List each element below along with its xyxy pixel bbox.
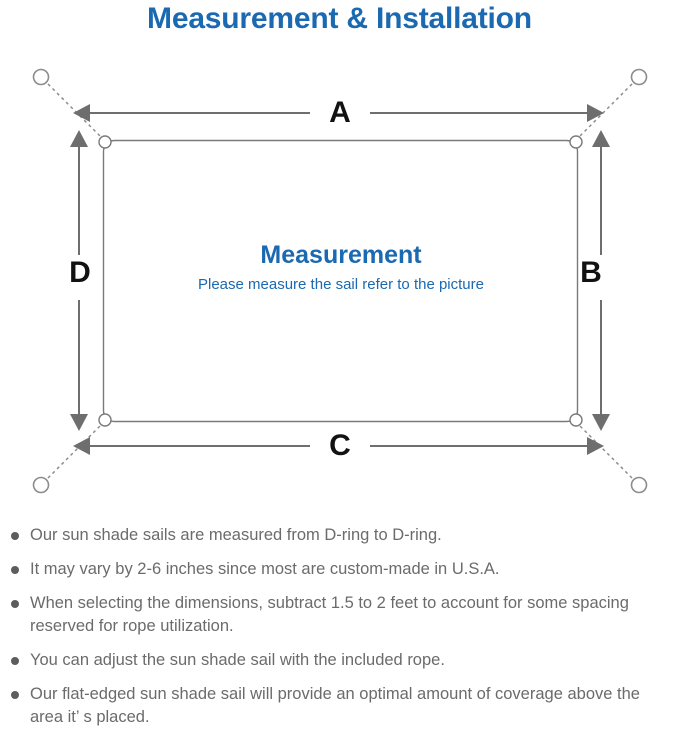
bullet-icon: [11, 532, 19, 540]
list-item: It may vary by 2-6 inches since most are…: [0, 558, 679, 581]
note-text: When selecting the dimensions, subtract …: [30, 594, 629, 635]
anchor-point-circle: [32, 68, 648, 494]
bullet-icon: [11, 566, 19, 574]
notes-list: Our sun shade sails are measured from D-…: [0, 524, 679, 740]
d-ring-circle: [98, 135, 583, 427]
dimension-label-d: D: [69, 256, 91, 289]
note-text: It may vary by 2-6 inches since most are…: [30, 560, 500, 578]
note-text: You can adjust the sun shade sail with t…: [30, 651, 445, 669]
bullet-icon: [11, 600, 19, 608]
list-item: Our flat-edged sun shade sail will provi…: [0, 683, 679, 729]
page-title: Measurement & Installation: [147, 2, 532, 35]
dimension-label-a: A: [329, 96, 351, 129]
note-text: Our flat-edged sun shade sail will provi…: [30, 685, 640, 726]
sail-caption-title: Measurement: [260, 241, 422, 269]
list-item: You can adjust the sun shade sail with t…: [0, 649, 679, 672]
bullet-icon: [11, 691, 19, 699]
sail-caption-subtitle: Please measure the sail refer to the pic…: [198, 276, 484, 293]
dimension-label-b: B: [580, 256, 602, 289]
measurement-diagram: A B C D Measurement Please measure the s…: [0, 50, 679, 520]
list-item: When selecting the dimensions, subtract …: [0, 592, 679, 638]
sail-outline: [102, 139, 579, 423]
dimension-label-c: C: [329, 429, 351, 462]
bullet-icon: [11, 657, 19, 665]
note-text: Our sun shade sails are measured from D-…: [30, 526, 442, 544]
list-item: Our sun shade sails are measured from D-…: [0, 524, 679, 547]
diagram-svg: [32, 68, 648, 494]
sail-center-caption: Measurement Please measure the sail refe…: [104, 240, 578, 296]
